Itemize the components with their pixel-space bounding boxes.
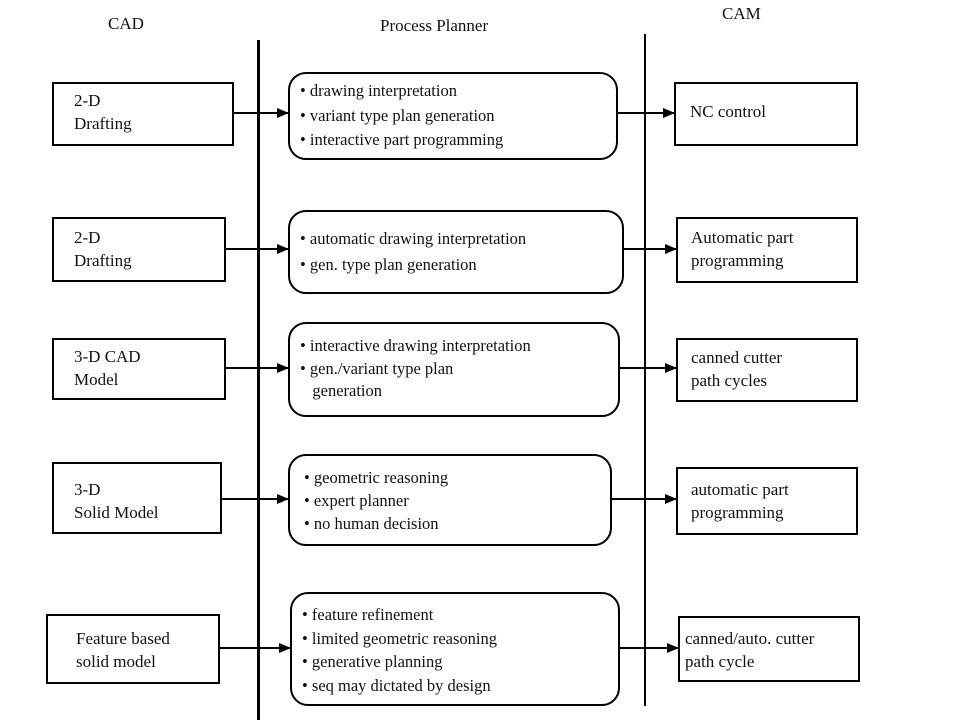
row4-cam-line2: programming bbox=[691, 503, 784, 522]
row3-cad-box: 3-D CAD Model bbox=[52, 338, 226, 400]
row4-planner-box: • geometric reasoning • expert planner •… bbox=[288, 454, 612, 546]
row5-cad-line1: Feature based bbox=[76, 629, 170, 648]
row3-cad-line1: 3-D CAD bbox=[74, 347, 141, 366]
cad-planner-divider bbox=[257, 40, 260, 720]
row4-cam-line1: automatic part bbox=[691, 480, 789, 499]
row2-cad-line1: 2-D bbox=[74, 228, 101, 247]
row4-cad-line1: 3-D bbox=[74, 480, 101, 499]
row3-planner-box: • interactive drawing interpretation • g… bbox=[288, 322, 620, 417]
row2-planner-box: • automatic drawing interpretation • gen… bbox=[288, 210, 624, 294]
row5-planner-line4: • seq may dictated by design bbox=[302, 675, 491, 695]
cad-column-header: CAD bbox=[108, 14, 144, 33]
row1-cam-box: NC control bbox=[674, 82, 858, 146]
row5-cad-box: Feature based solid model bbox=[46, 614, 220, 684]
row3-cam-line2: path cycles bbox=[691, 371, 767, 390]
row1-planner-line2: • variant type plan generation bbox=[300, 105, 495, 125]
row5-cam-box: canned/auto. cutter path cycle bbox=[678, 616, 860, 682]
row3-planner-line2: • gen./variant type plan bbox=[300, 358, 454, 378]
row1-cam-line1: NC control bbox=[690, 102, 767, 121]
row3-cam-box: canned cutter path cycles bbox=[676, 338, 858, 402]
row2-cad-box: 2-D Drafting bbox=[52, 217, 226, 282]
row1-planner-line3: • interactive part programming bbox=[300, 130, 504, 149]
row2-planner-line1: • automatic drawing interpretation bbox=[300, 229, 527, 248]
row4-cad-line2: Solid Model bbox=[74, 503, 159, 522]
row3-planner-line1: • interactive drawing interpretation bbox=[300, 336, 531, 355]
row2-cam-box: Automatic part programming bbox=[676, 217, 858, 283]
row2-cad-line2: Drafting bbox=[74, 251, 132, 270]
row4-planner-line3: • no human decision bbox=[304, 514, 439, 533]
row1-cad-box: 2-D Drafting bbox=[52, 82, 234, 146]
row4-planner-line2: • expert planner bbox=[304, 491, 409, 510]
row1-cad-line2: Drafting bbox=[74, 114, 132, 133]
row5-planner-box: • feature refinement • limited geometric… bbox=[290, 592, 620, 706]
process-planner-column-header: Process Planner bbox=[380, 16, 489, 35]
cam-column-header: CAM bbox=[722, 4, 761, 23]
row5-planner-line1: • feature refinement bbox=[302, 605, 434, 624]
row5-planner-line3: • generative planning bbox=[302, 652, 443, 671]
row5-cad-line2: solid model bbox=[76, 652, 156, 671]
row1-cad-line1: 2-D bbox=[74, 91, 101, 110]
row4-cam-box: automatic part programming bbox=[676, 467, 858, 535]
row5-planner-line2: • limited geometric reasoning bbox=[302, 628, 498, 648]
row1-planner-line1: • drawing interpretation bbox=[300, 81, 457, 100]
planner-cam-divider bbox=[644, 34, 646, 706]
row5-cam-line2: path cycle bbox=[685, 652, 755, 671]
row4-planner-line1: • geometric reasoning bbox=[304, 468, 449, 487]
row2-cam-line2: programming bbox=[691, 251, 784, 270]
row3-planner-line3: generation bbox=[300, 381, 383, 400]
row3-cad-line2: Model bbox=[74, 370, 119, 389]
row3-cam-line1: canned cutter bbox=[691, 348, 783, 367]
row2-cam-line1: Automatic part bbox=[691, 228, 794, 247]
row1-planner-box: • drawing interpretation • variant type … bbox=[288, 72, 618, 160]
row5-cam-line1: canned/auto. cutter bbox=[685, 629, 815, 648]
row4-cad-box: 3-D Solid Model bbox=[52, 462, 222, 534]
row2-planner-line2: • gen. type plan generation bbox=[300, 255, 477, 274]
